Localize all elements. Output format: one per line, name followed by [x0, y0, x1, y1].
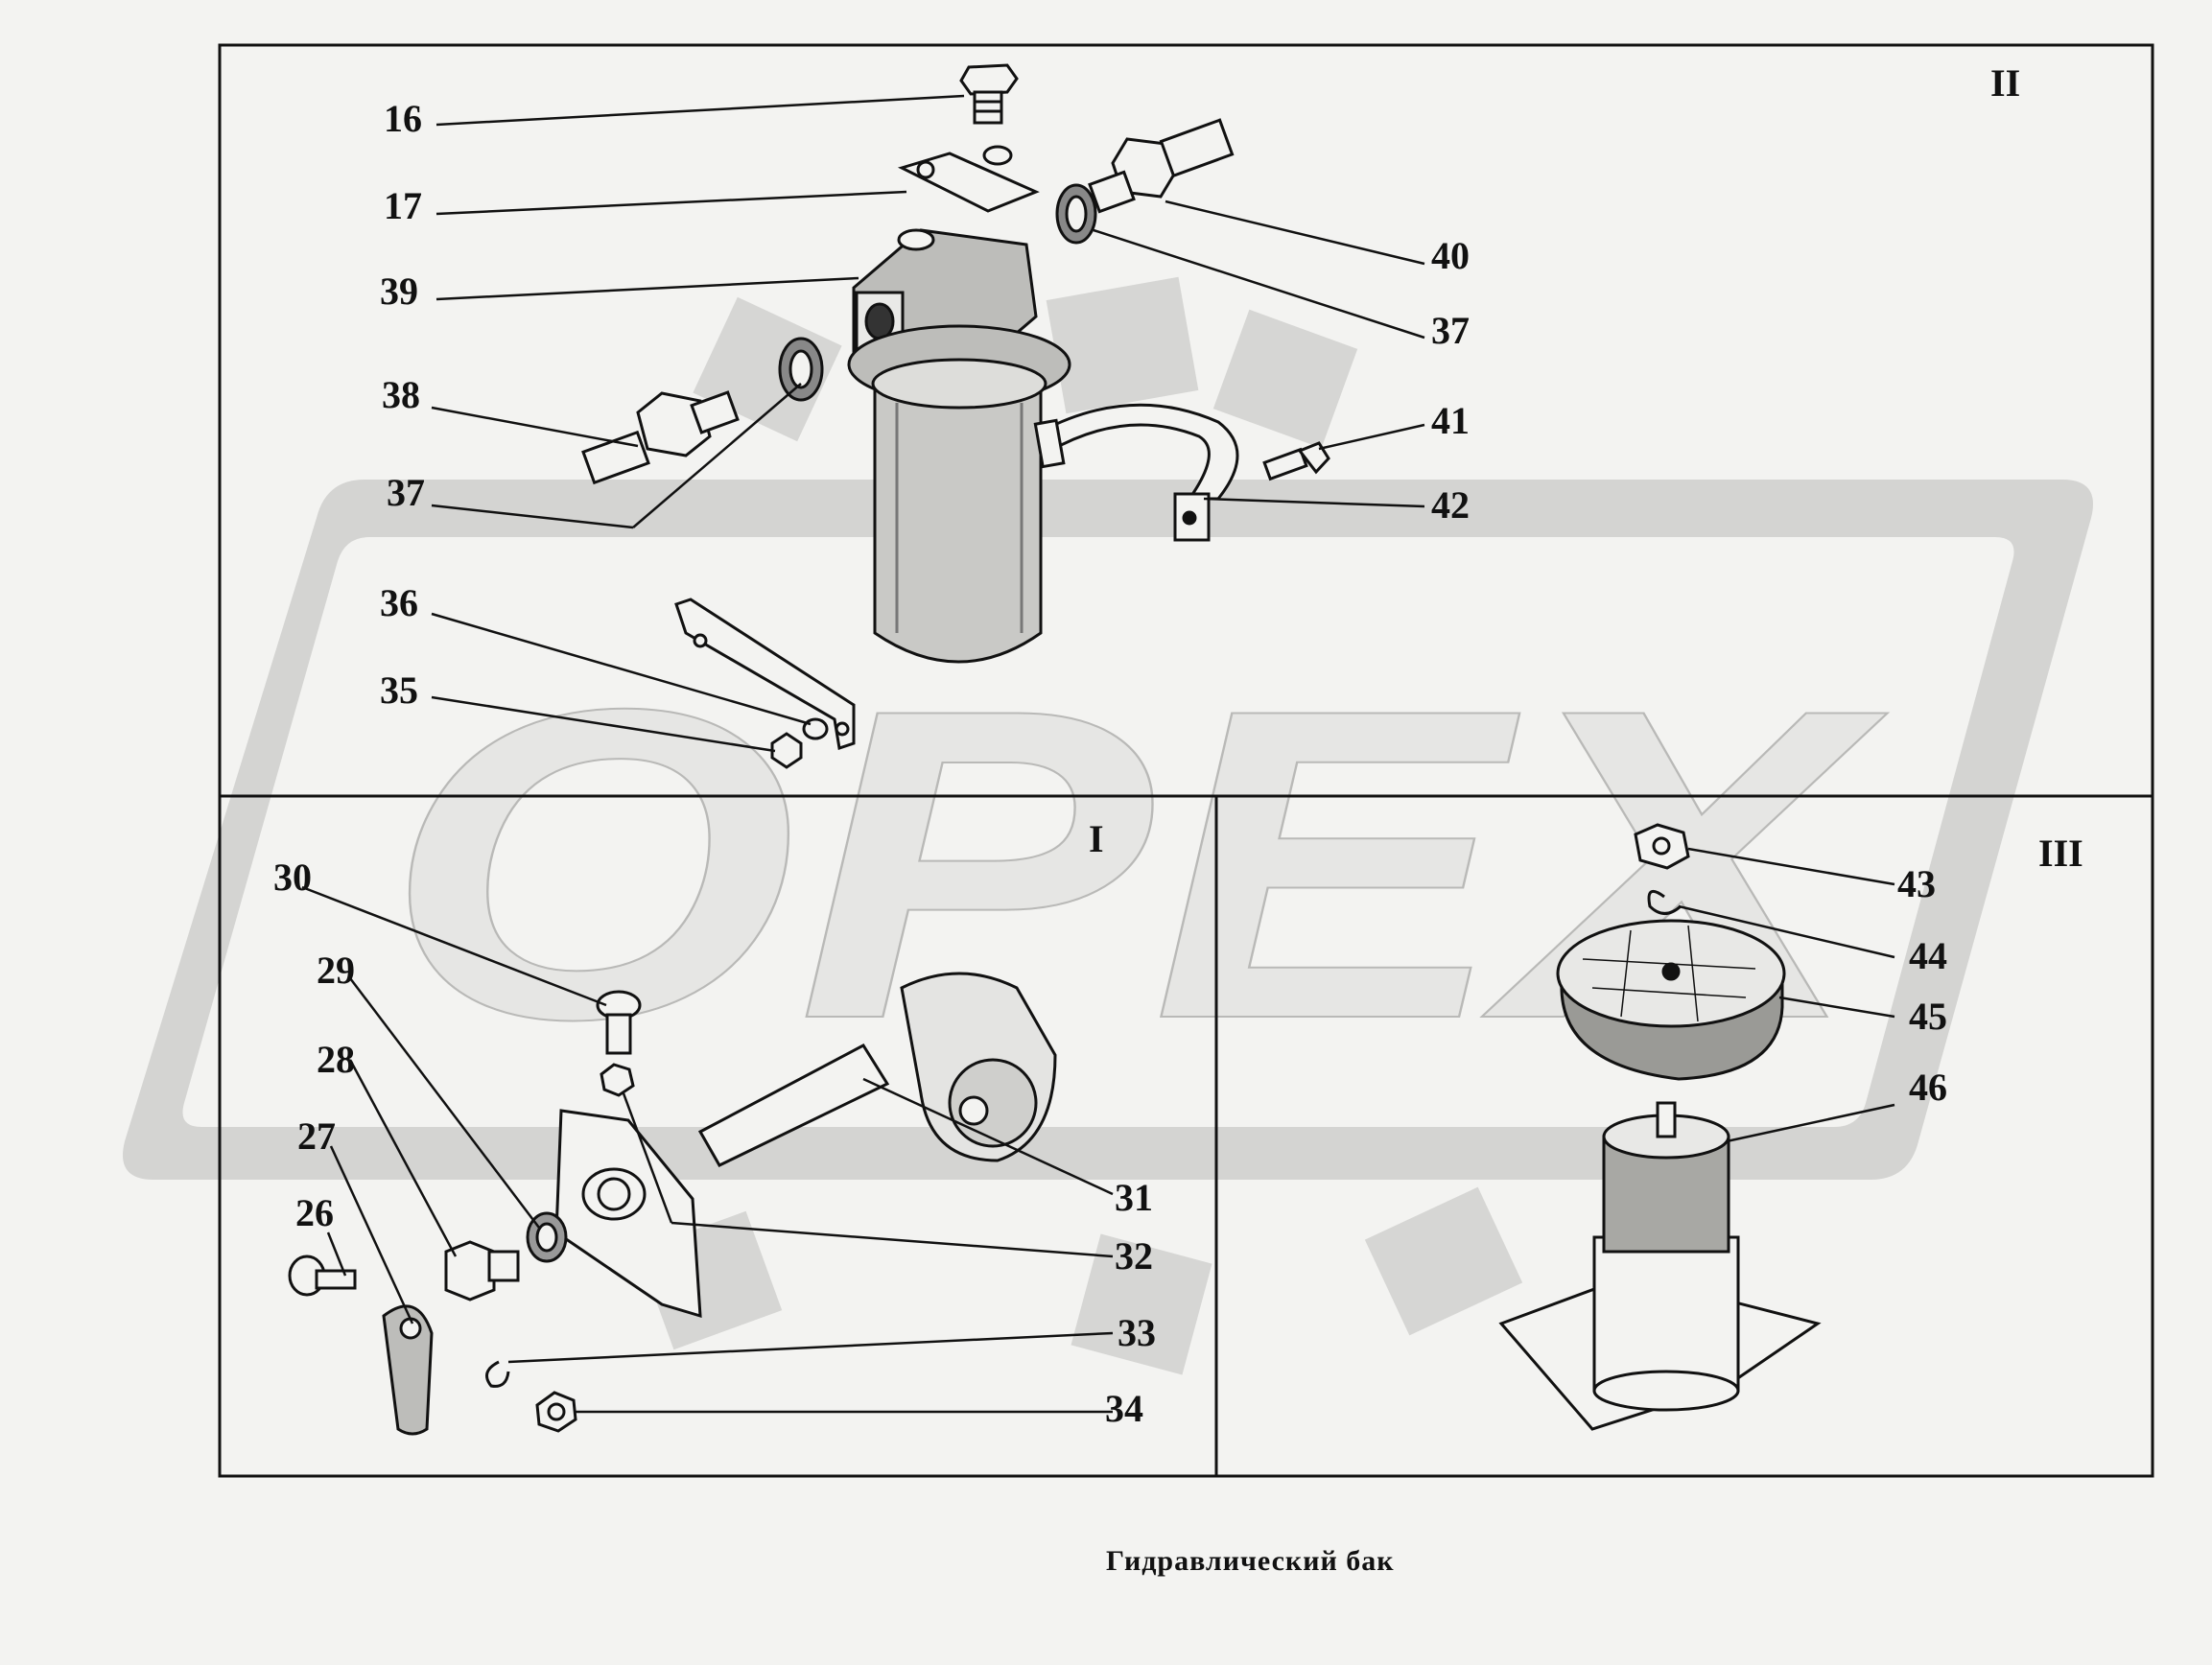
breather-filter-part-46: [1498, 1101, 1822, 1431]
fitting-part-38: [581, 390, 740, 485]
callout-38: 38: [382, 373, 420, 416]
callout-30: 30: [273, 856, 312, 899]
nut-part-35: [770, 732, 803, 769]
callout-27: 27: [297, 1114, 336, 1158]
callout-35: 35: [380, 668, 418, 712]
callout-33: 33: [1118, 1311, 1156, 1354]
bolt-part-16: [959, 63, 1019, 125]
callout-28: 28: [317, 1038, 355, 1081]
panel-frames: [218, 43, 2154, 1478]
valve-assembly: [288, 972, 1057, 1436]
callout-37-left: 37: [387, 471, 425, 514]
breather-assembly: [1498, 823, 1822, 1431]
callout-37-right: 37: [1431, 309, 1470, 352]
callout-41: 41: [1431, 399, 1470, 442]
filter-bowl: [871, 358, 1047, 664]
callout-43: 43: [1897, 862, 1936, 905]
figure-caption: Гидравлический бак: [1106, 1545, 1395, 1577]
lever-part-27: [382, 1304, 434, 1436]
filter-assembly: [581, 63, 1330, 769]
section-label-right: III: [2038, 832, 2083, 875]
breather-cap-part-45: [1556, 919, 1786, 1081]
callout-39: 39: [380, 270, 418, 313]
callout-numbers: 16 17 39 38 37 36 35 40 37 41 42 30 29 2…: [273, 97, 1947, 1430]
callout-16: 16: [384, 97, 422, 140]
shaft-part-31: [697, 972, 1057, 1167]
watermark-frame: [123, 480, 2093, 1180]
callout-31: 31: [1115, 1176, 1153, 1219]
callout-29: 29: [317, 949, 355, 992]
screw-part-30: [596, 990, 642, 1055]
callout-44: 44: [1909, 934, 1947, 977]
callout-32: 32: [1115, 1234, 1153, 1278]
callout-42: 42: [1431, 483, 1470, 527]
callout-34: 34: [1105, 1387, 1143, 1430]
watermark-gear: [637, 276, 1523, 1375]
nut-part-32: [600, 1063, 635, 1097]
bolt-part-26: [288, 1255, 357, 1297]
watermark-logo: OPEX: [123, 276, 2093, 1375]
leader-lines: [301, 94, 1895, 1414]
outer-frame: [218, 43, 2154, 1478]
bracket-part-36: [674, 598, 856, 750]
bolt-part-41: [1262, 441, 1330, 481]
ring-part-33: [485, 1360, 510, 1388]
callout-40: 40: [1431, 234, 1470, 277]
callout-45: 45: [1909, 995, 1947, 1038]
callout-36: 36: [380, 581, 418, 624]
fitting-part-40: [1088, 118, 1235, 214]
washer-part-44: [1647, 889, 1682, 915]
callout-46: 46: [1909, 1066, 1947, 1109]
plate-part-17: [897, 152, 1040, 213]
section-label-top: II: [1990, 61, 2020, 105]
callout-17: 17: [384, 184, 422, 227]
plug-part-28: [444, 1240, 520, 1302]
section-label-left: I: [1089, 817, 1104, 860]
callout-26: 26: [295, 1191, 334, 1234]
